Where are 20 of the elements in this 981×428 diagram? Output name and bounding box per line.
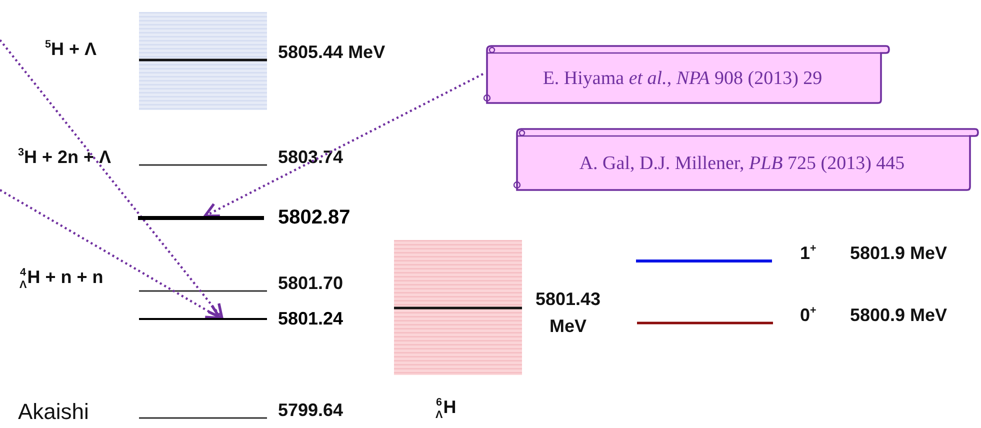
level-label: 0$^{+}$ xyxy=(800,306,816,326)
arrow xyxy=(0,189,222,320)
level-label: 1$^{+}$ xyxy=(800,244,816,264)
level-label: $^{3}$H + 2n + Λ xyxy=(18,148,112,168)
reference-scroll xyxy=(483,44,890,104)
arrow xyxy=(0,39,224,320)
reference-scroll xyxy=(513,127,979,191)
level-label: 5801.9 MeV xyxy=(850,244,948,264)
arrow xyxy=(204,73,484,218)
level-label: $^{5}$H + Λ xyxy=(45,40,97,60)
level-label: 5801.70 xyxy=(278,274,344,294)
level-label: 5799.64 xyxy=(278,401,344,421)
level-label: 5800.9 MeV xyxy=(850,306,948,326)
level-label: 5801.43 MeV xyxy=(534,288,602,338)
level-label: 5802.87 xyxy=(278,206,350,230)
reference-text: A. Gal, D.J. Millener, PLB 725 (2013) 445 xyxy=(579,153,905,175)
reference-text: E. Hiyama et al., NPA 908 (2013) 29 xyxy=(542,68,822,90)
level-label: 5801.24 xyxy=(278,308,344,330)
level-label: 5805.44 MeV xyxy=(278,43,386,63)
author-label: Akaishi xyxy=(18,400,89,424)
